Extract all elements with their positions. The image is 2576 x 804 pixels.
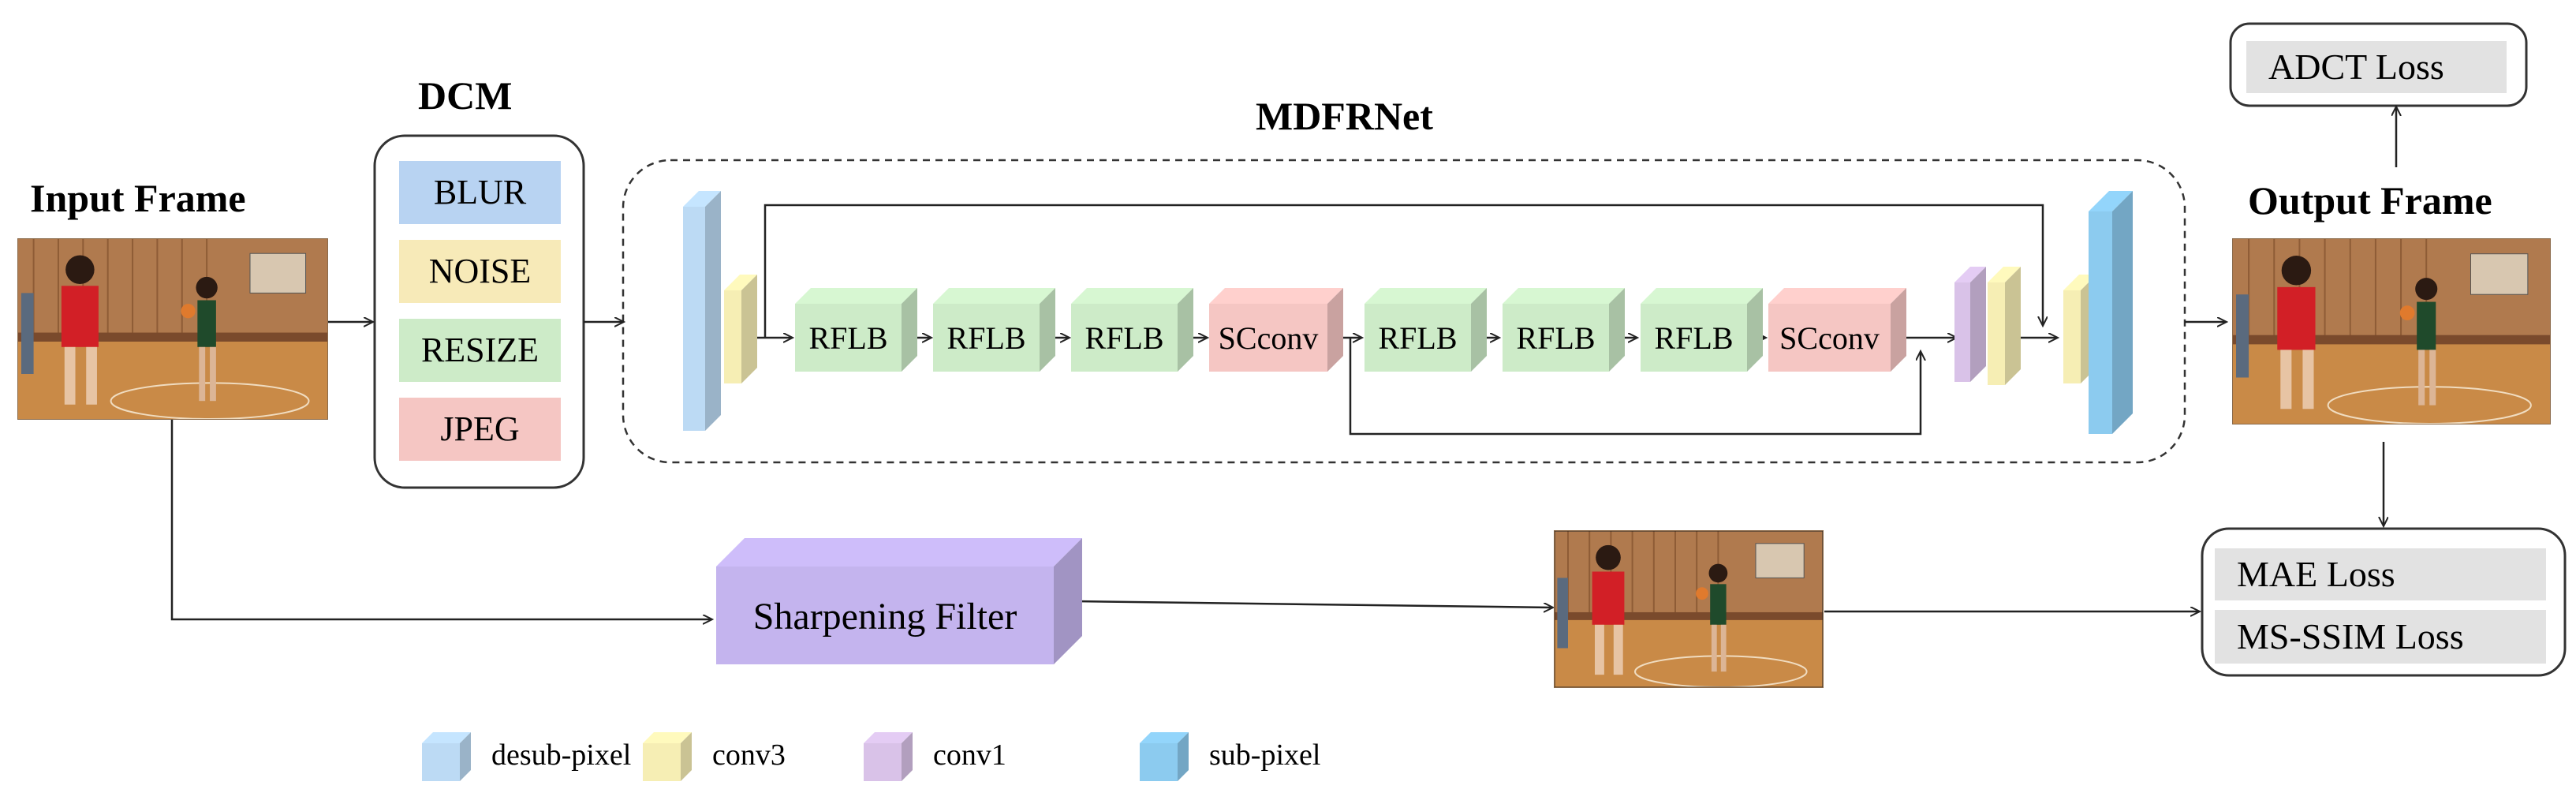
legend-label-conv1: conv1 xyxy=(933,739,1006,772)
rflb-block-6-label: RFLB xyxy=(1654,320,1733,356)
desub-pixel-layer xyxy=(683,191,721,431)
rflb-block-4-label: RFLB xyxy=(1378,320,1457,356)
rflb-block-5-label: RFLB xyxy=(1516,320,1595,356)
rflb-block-3-label: RFLB xyxy=(1085,320,1163,356)
court-scene xyxy=(2233,239,2550,424)
legend-swatch-sub-pixel xyxy=(1140,732,1189,781)
adct-loss-label: ADCT Loss xyxy=(2246,41,2507,93)
sub-pixel-layer xyxy=(2089,191,2133,434)
dcm-item-noise: NOISE xyxy=(399,240,561,303)
legend-label-conv3: conv3 xyxy=(712,739,786,772)
dcm-item-jpeg: JPEG xyxy=(399,398,561,461)
sharpening-filter-block-label: Sharpening Filter xyxy=(753,596,1017,638)
legend-swatch-desub-pixel xyxy=(422,732,471,781)
msssim-loss-label: MS-SSIM Loss xyxy=(2215,610,2546,664)
legend-swatch-conv3 xyxy=(643,732,692,781)
dcm-title: DCM xyxy=(418,73,513,118)
conv3-layer-mid xyxy=(1988,267,2021,385)
legend-swatch-conv1 xyxy=(864,732,913,781)
scconv-block-2-label: SCconv xyxy=(1779,320,1880,356)
sharpened-frame-image xyxy=(1554,530,1824,688)
conv3-layer-entry xyxy=(724,275,757,383)
legend-label-sub-pixel: sub-pixel xyxy=(1209,739,1321,772)
dcm-item-blur: BLUR xyxy=(399,161,561,224)
rflb-block-2-label: RFLB xyxy=(946,320,1025,356)
rflb-block-6: RFLB xyxy=(1641,288,1763,372)
input-frame-image xyxy=(17,238,328,420)
dcm-item-resize: RESIZE xyxy=(399,319,561,382)
mdfrnet-container xyxy=(622,159,2186,464)
rflb-block-3: RFLB xyxy=(1071,288,1193,372)
scconv-block-2: SCconv xyxy=(1768,288,1906,372)
output-frame-title: Output Frame xyxy=(2248,178,2492,223)
scconv-block-1-label: SCconv xyxy=(1219,320,1319,356)
court-scene xyxy=(18,239,327,419)
scconv-block-1: SCconv xyxy=(1209,288,1343,372)
mdfrnet-title: MDFRNet xyxy=(1256,94,1433,138)
input-frame-title: Input Frame xyxy=(30,176,246,220)
sharpening-filter-block: Sharpening Filter xyxy=(716,538,1082,664)
rflb-block-4: RFLB xyxy=(1365,288,1487,372)
rflb-block-5: RFLB xyxy=(1503,288,1625,372)
rflb-block-1-label: RFLB xyxy=(808,320,887,356)
conv1-layer xyxy=(1954,267,1986,382)
mae-loss-label: MAE Loss xyxy=(2215,548,2546,600)
rflb-block-2: RFLB xyxy=(933,288,1055,372)
court-scene xyxy=(1555,531,1823,687)
output-frame-image xyxy=(2232,238,2551,424)
rflb-block-1: RFLB xyxy=(795,288,917,372)
legend-label-desub-pixel: desub-pixel xyxy=(491,739,632,772)
